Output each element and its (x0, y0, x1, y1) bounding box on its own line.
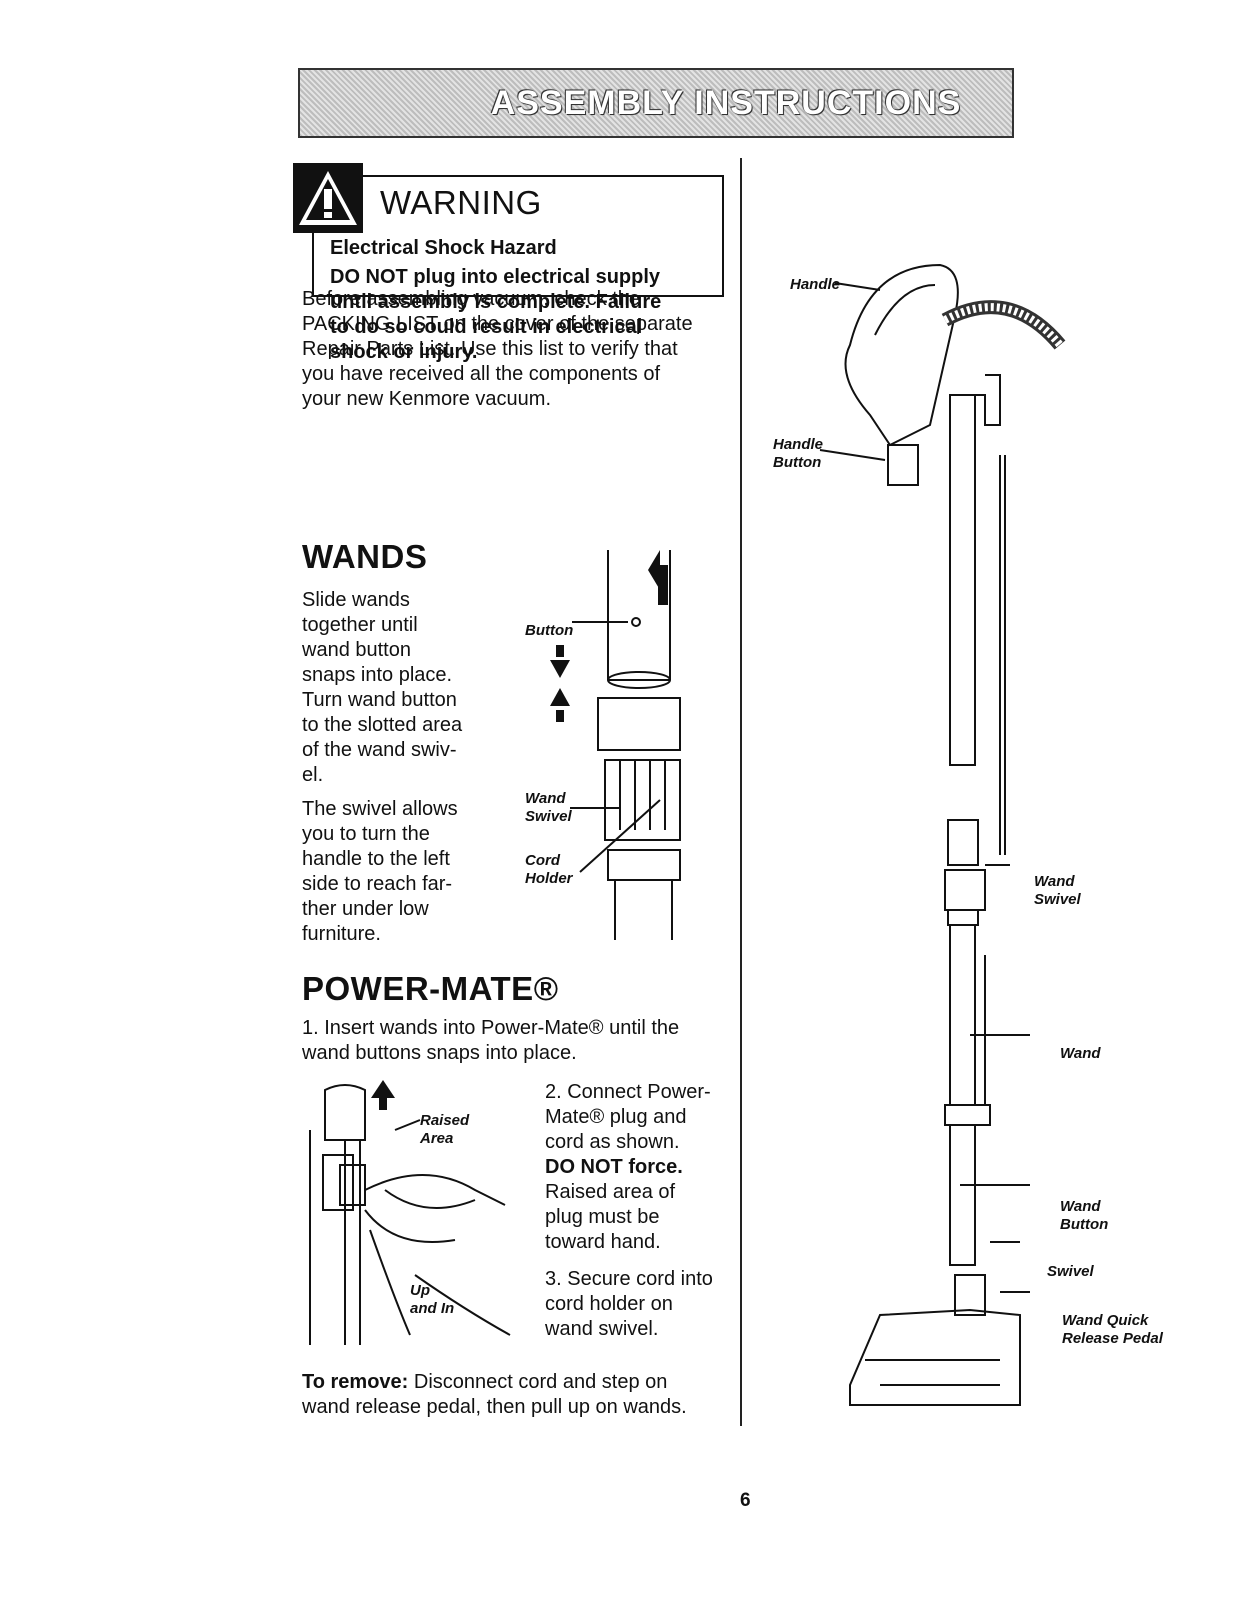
wands-paragraph-1: Slide wands together until wand button s… (302, 589, 463, 786)
wands-paragraph-2: The swivel allows you to turn the handle… (302, 798, 458, 945)
intro-paragraph: Before assembling vacuum, check the PACK… (302, 288, 693, 410)
label-release-pedal: Wand Quick Release Pedal (1062, 1312, 1163, 1347)
wand-swivel-illustration (550, 550, 681, 940)
warning-box (312, 175, 724, 297)
label-cord-holder: Cord Holder (525, 852, 573, 887)
label-wand-swivel: Wand Swivel (525, 790, 572, 825)
header-banner: ASSEMBLY INSTRUCTIONS (298, 68, 1014, 138)
powermate-step-3: 3. Secure cord into cord holder on wand … (545, 1268, 713, 1340)
label-raised-area: Raised Area (420, 1112, 470, 1147)
warning-title: WARNING (380, 184, 542, 221)
warning-text: DO NOT plug into electrical supply until… (330, 266, 662, 363)
header-title: ASSEMBLY INSTRUCTIONS (490, 83, 962, 122)
label-handle: Handle (790, 276, 841, 293)
warning-subtitle: Electrical Shock Hazard (330, 237, 557, 259)
label-diagram-wand-swivel: Wand Swivel (1034, 873, 1081, 908)
powermate-step-1: 1. Insert wands into Power-Mate® until t… (302, 1017, 680, 1064)
plug-illustration (309, 1080, 511, 1345)
page-number: 6 (740, 1490, 751, 1511)
column-divider (740, 158, 742, 1426)
vacuum-assembly-diagram (819, 263, 1066, 1406)
powermate-step-2: 2. Connect Power- Mate® plug and cord as… (545, 1081, 711, 1253)
label-diagram-wand-button: Wand Button (1060, 1198, 1109, 1233)
label-button: Button (525, 622, 574, 639)
wands-heading: WANDS (302, 538, 428, 575)
label-diagram-swivel: Swivel (1047, 1263, 1094, 1280)
label-up-and-in: Up and In (410, 1282, 455, 1317)
label-handle-button: Handle Button (773, 436, 824, 471)
label-diagram-wand: Wand (1060, 1045, 1101, 1062)
warning-icon (293, 163, 363, 233)
remove-instructions: To remove: Disconnect cord and step on w… (302, 1371, 687, 1418)
powermate-heading: POWER-MATE® (302, 970, 559, 1007)
